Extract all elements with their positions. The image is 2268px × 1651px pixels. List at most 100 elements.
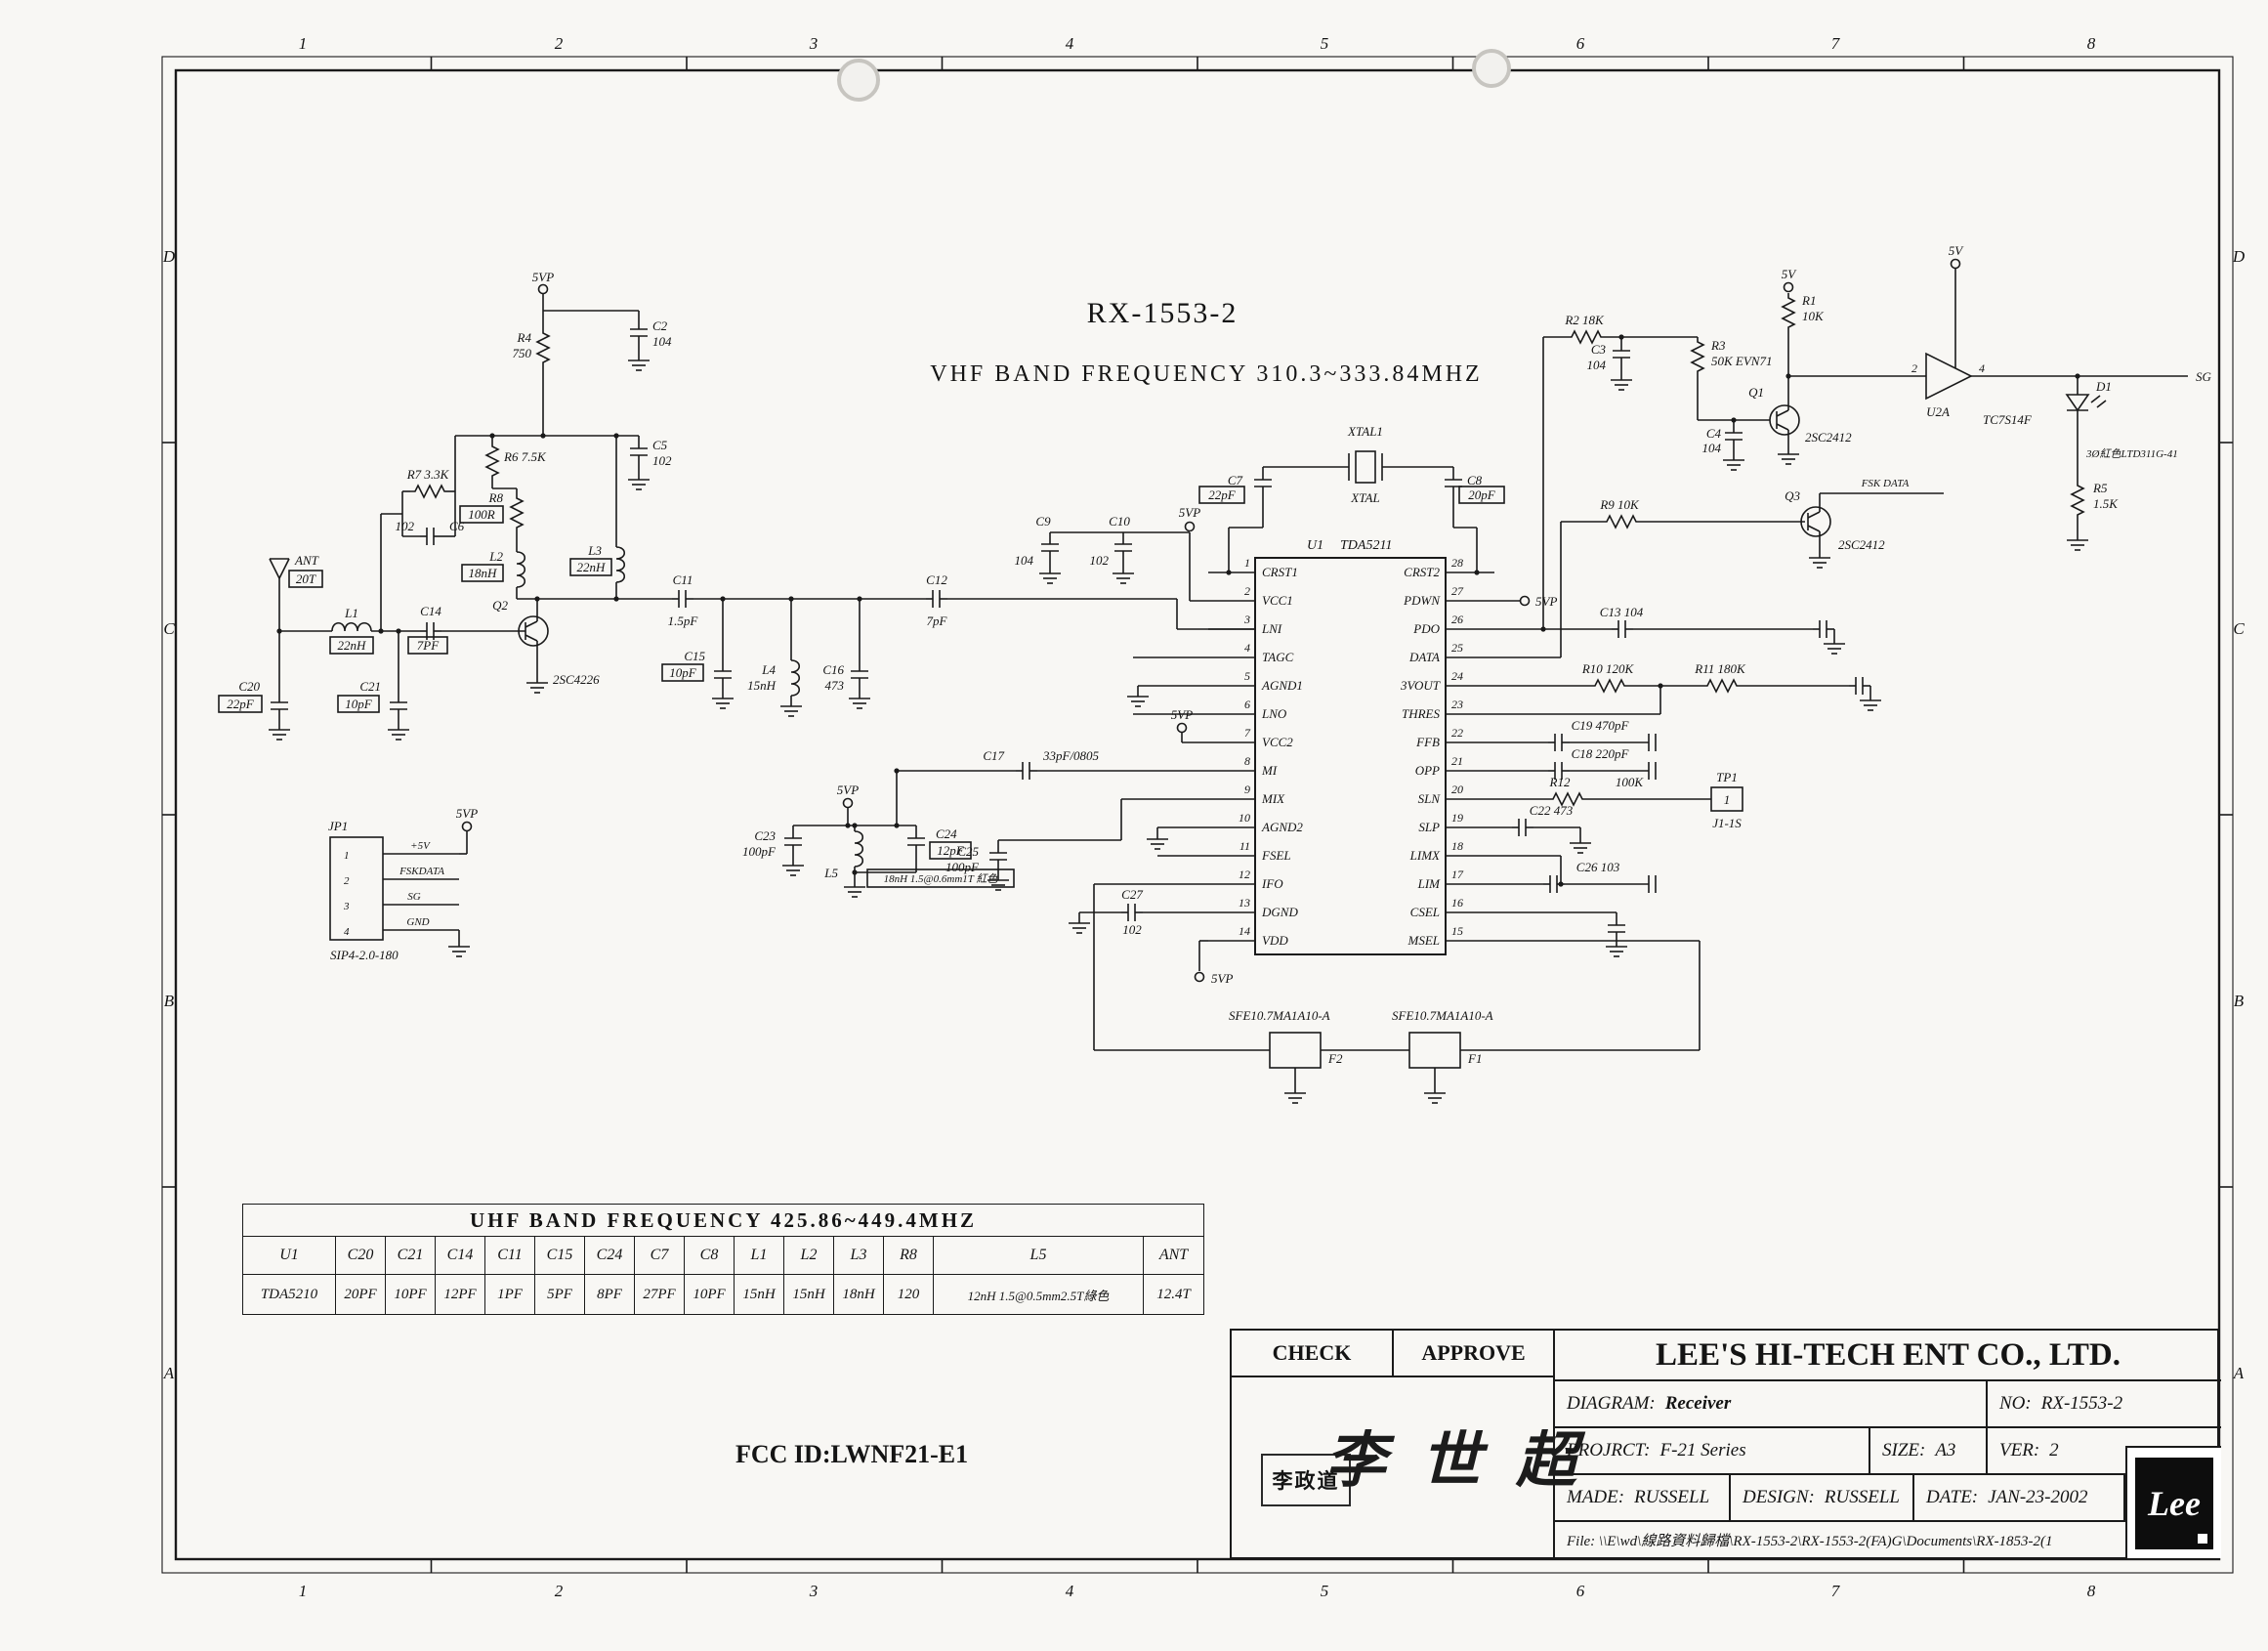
label-c8-value: 20pF (1468, 487, 1496, 502)
table-cell: 1PF (484, 1274, 535, 1315)
power-flag-5v: 5V (1949, 243, 1965, 258)
sheet-frame: 1 2 3 4 5 6 7 8 1 2 3 4 5 6 7 8 D C B A … (161, 34, 2246, 1600)
power-flag-5vp: 5VP (1171, 707, 1193, 722)
table-header: L5 (933, 1236, 1144, 1275)
label-r12: R12 (1549, 775, 1571, 789)
label-c14-value: 7PF (417, 638, 440, 653)
pin-number: 28 (1451, 556, 1463, 570)
pin-number: 6 (1244, 698, 1250, 711)
u2a-input-pin: 2 (1911, 361, 1917, 375)
label-r3-value: 50K EVN71 (1711, 354, 1772, 368)
pin-number: 25 (1451, 641, 1463, 655)
pin-name: FFB (1415, 735, 1440, 749)
label-c3: C3 (1591, 342, 1607, 357)
right-pin-rows: 5VP C13 104 R10 120K R11 180K C19 470pF … (1494, 594, 1882, 957)
table-header: ANT (1142, 1236, 1205, 1275)
pin-name: DATA (1408, 650, 1440, 664)
transistor-q2: Q2 2SC4226 (492, 596, 600, 694)
pin-number: 27 (1451, 584, 1464, 598)
pin-number: 8 (1244, 754, 1250, 768)
table-cell: 5PF (534, 1274, 585, 1315)
jp1-net-sg: SG (407, 891, 421, 903)
pin-name: OPP (1415, 763, 1440, 778)
punch-hole (837, 59, 880, 102)
label-l2-value: 18nH (469, 566, 498, 580)
grid-col-label: 2 (555, 34, 564, 53)
ic-body (1254, 557, 1447, 955)
grid-col-label: 6 (1576, 34, 1585, 53)
label-c20-value: 22pF (227, 697, 255, 711)
label-c18: C18 220pF (1572, 746, 1630, 761)
pin-number: 9 (1244, 783, 1250, 796)
jp1-net-5v: +5V (410, 840, 431, 852)
power-flag-5v: 5V (1782, 267, 1798, 281)
table-cell: 20PF (335, 1274, 386, 1315)
crystal-circuit: XTAL1 XTAL C7 22pF C8 20pF (1198, 424, 1505, 575)
grid-row-label: B (164, 992, 175, 1010)
size-label: SIZE: (1882, 1440, 1926, 1460)
size-cell: SIZE: A3 (1870, 1428, 1988, 1475)
bias-network: 5VP R4 750 C2 104 R6 7.5K R8 100R L2 18n… (380, 270, 672, 631)
label-c9: C9 (1035, 514, 1051, 529)
made-value: RUSSELL (1634, 1487, 1710, 1507)
label-c22: C22 473 (1530, 803, 1574, 818)
project-label: PROJRCT: (1567, 1440, 1651, 1460)
label-l2: L2 (488, 549, 503, 564)
pin-number: 21 (1451, 754, 1463, 768)
table-cell: 27PF (634, 1274, 685, 1315)
label-c21-value: 10pF (345, 697, 373, 711)
label-c16-value: 473 (825, 678, 845, 693)
table-cell: 15nH (783, 1274, 834, 1315)
left-pin-wires: 5VP (1126, 656, 1208, 857)
grid-col-label: 7 (1831, 34, 1841, 53)
company-name: LEE'S HI-TECH ENT CO., LTD. (1555, 1331, 2221, 1381)
saw-filter-f1 (1408, 1032, 1461, 1069)
label-l3: L3 (587, 543, 602, 558)
stamp: 李政道 (1261, 1454, 1351, 1506)
pin-name: MSEL (1407, 933, 1441, 948)
table-header: C21 (385, 1236, 436, 1275)
power-flag-5vp: 5VP (532, 270, 554, 284)
label-q3: Q3 (1785, 488, 1800, 503)
grid-row-label: C (163, 619, 175, 638)
jp1-pin3: 3 (343, 901, 350, 912)
pin-number: 23 (1451, 698, 1463, 711)
grid-col-label: 5 (1321, 34, 1329, 53)
grid-col-label: 6 (1576, 1582, 1585, 1600)
label-c4: C4 (1706, 426, 1722, 441)
design-label: DESIGN: (1743, 1487, 1815, 1507)
label-q2: Q2 (492, 598, 508, 613)
ver-label: VER: (1999, 1440, 2040, 1460)
table-header: U1 (242, 1236, 336, 1275)
pin-number: 13 (1239, 896, 1250, 910)
page-title: RX-1553-2 (1087, 297, 1239, 329)
pin-name: FSEL (1261, 848, 1291, 863)
label-c27: C27 (1121, 887, 1143, 902)
pin-name: LNO (1261, 706, 1287, 721)
jp1-pin1: 1 (344, 850, 350, 862)
table-header: C14 (435, 1236, 485, 1275)
table-cell: 12nH 1.5@0.5mm2.5T綠色 (933, 1274, 1144, 1315)
label-c17: C17 (983, 748, 1004, 763)
label-l3-value: 22nH (577, 560, 607, 574)
file-path: File: \\E\wd\線路資料歸檔\RX-1553-2\RX-1553-2(… (1567, 1534, 2053, 1549)
u2a-output-pin: 4 (1979, 361, 1985, 375)
grid-col-label: 8 (2087, 34, 2096, 53)
pin-name: LIMX (1409, 848, 1441, 863)
grid-row-label: D (2232, 247, 2246, 266)
label-c12: C12 (926, 572, 947, 587)
jp1-pin2: 2 (344, 875, 350, 887)
date-cell: DATE: JAN-23-2002 (1914, 1475, 2125, 1522)
label-c9-value: 104 (1015, 553, 1034, 568)
pin-number: 1 (1244, 556, 1250, 570)
signature-area: 李政道 李 世 超 (1232, 1377, 1576, 1558)
pin-name: VCC1 (1262, 593, 1293, 608)
label-r1: R1 (1801, 293, 1816, 308)
label-jp1-part: SIP4-2.0-180 (330, 948, 399, 962)
supply-decoupling: C27 102 5VP (1068, 887, 1233, 986)
grid-col-label: 7 (1831, 1582, 1841, 1600)
pin-name: LIM (1417, 876, 1442, 891)
table-header: C24 (584, 1236, 635, 1275)
label-q1: Q1 (1748, 385, 1764, 400)
grid-col-label: 4 (1066, 34, 1074, 53)
